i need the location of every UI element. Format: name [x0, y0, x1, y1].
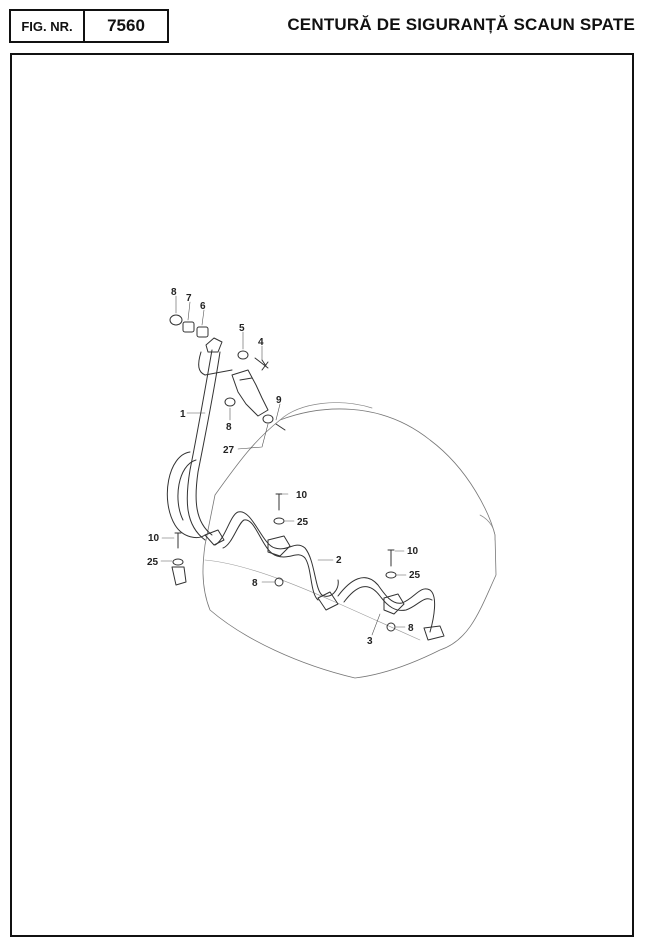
callout-4: 4 [258, 337, 264, 348]
seat-cushion-outline [202, 408, 497, 679]
buckle-tongue [317, 591, 339, 611]
figure-number: 7560 [107, 16, 145, 35]
callout-10-center: 10 [296, 490, 308, 501]
figure-label: FIG. NR. [11, 11, 85, 41]
nut-part-8 [169, 314, 183, 326]
center-nut-8 [274, 577, 284, 587]
callout-8: 8 [171, 287, 177, 298]
right-buckle-bracket [383, 593, 405, 615]
left-anchor-bracket [171, 566, 187, 586]
callout-8-center: 8 [252, 578, 258, 589]
shoulder-belt-part-1 [186, 349, 213, 541]
spacer-part-6 [196, 326, 209, 338]
callout-27: 27 [223, 445, 235, 456]
figure-number-box: FIG. NR. 7560 [9, 9, 169, 43]
washer-part-8-mid [224, 397, 236, 407]
washer-part-5 [237, 350, 249, 360]
retractor-housing [231, 369, 269, 417]
left-anchor-bolt-10 [174, 532, 182, 549]
callout-25-left: 25 [147, 557, 159, 568]
callout-9: 9 [276, 395, 282, 406]
callout-8-right: 8 [408, 623, 414, 634]
left-washer-25 [172, 558, 184, 566]
diagram-frame [10, 53, 634, 937]
center-bolt-10 [275, 493, 283, 511]
lap-belt-part-3 [337, 577, 436, 633]
callout-2: 2 [336, 555, 342, 566]
callout-6: 6 [200, 301, 206, 312]
right-nut-8 [386, 622, 396, 632]
page-title: CENTURĂ DE SIGURANȚĂ SCAUN SPATE [287, 15, 635, 34]
callout-3: 3 [367, 636, 373, 647]
center-buckle-bracket [267, 535, 291, 557]
nut-part-9 [262, 414, 274, 424]
callout-5: 5 [239, 323, 245, 334]
callout-10-left: 10 [148, 533, 160, 544]
callout-10-right: 10 [407, 546, 419, 557]
lap-belt-part-2 [214, 511, 339, 597]
upper-anchor-bracket [205, 337, 223, 353]
bolt-part-27 [275, 423, 286, 431]
callout-1: 1 [180, 409, 186, 420]
latch-plate [204, 529, 225, 546]
bolt-part-4 [254, 357, 269, 371]
callout-25-right: 25 [409, 570, 421, 581]
callout-8-washer: 8 [226, 422, 232, 433]
spacer-parts-group [169, 314, 209, 338]
right-bolt-10 [387, 549, 395, 567]
belt-loop-outer [166, 451, 206, 538]
center-washer-25 [273, 517, 285, 525]
right-end-anchor [423, 625, 445, 641]
callout-25-center: 25 [297, 517, 309, 528]
spacer-part-7 [182, 321, 195, 333]
callout-7: 7 [186, 293, 192, 304]
right-washer-25 [385, 571, 397, 579]
